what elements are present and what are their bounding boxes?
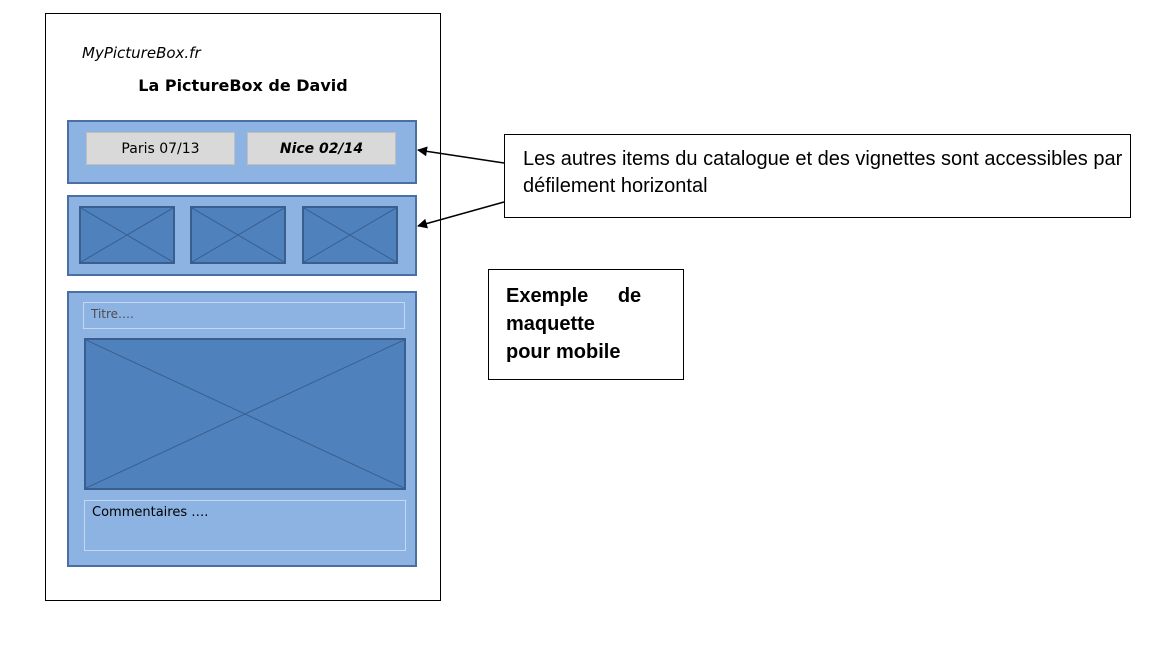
site-name: MyPictureBox.fr xyxy=(82,44,201,62)
gallery-title: La PictureBox de David xyxy=(138,76,348,95)
thumbnail-1[interactable] xyxy=(79,206,175,264)
catalog-item-nice[interactable]: Nice 02/14 xyxy=(247,132,396,165)
mobile-example-note: Exemple de maquette pour mobile xyxy=(488,269,684,380)
mobile-note-line-1: Exemple de xyxy=(506,285,642,307)
title-field[interactable]: Titre…. xyxy=(83,302,405,329)
mobile-note-line-2: maquette xyxy=(506,313,595,335)
thumbnail-3[interactable] xyxy=(302,206,398,264)
comments-field[interactable]: Commentaires …. xyxy=(84,500,406,551)
mobile-note-line-3: pour mobile xyxy=(506,341,621,363)
scroll-note-callout: Les autres items du catalogue et des vig… xyxy=(504,134,1131,218)
thumbnail-2[interactable] xyxy=(190,206,286,264)
main-image-placeholder xyxy=(84,338,406,490)
catalog-item-paris[interactable]: Paris 07/13 xyxy=(86,132,235,165)
